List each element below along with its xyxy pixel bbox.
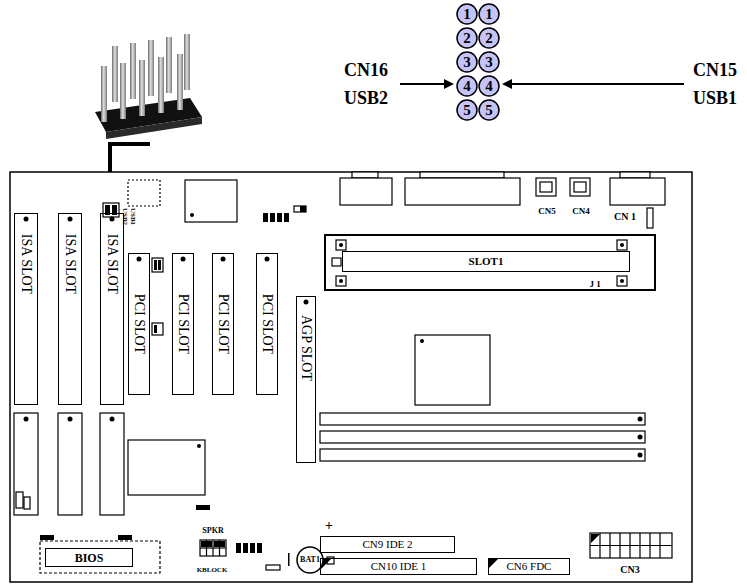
connector-name: CN3 bbox=[610, 563, 650, 576]
pin-number: 2 bbox=[478, 27, 500, 49]
node-number: 1 bbox=[485, 7, 493, 22]
connector-name: CN15 USB1 bbox=[688, 56, 742, 112]
floppy-connector: CN6 FDC bbox=[488, 558, 570, 575]
bios-chip: BIOS bbox=[45, 548, 133, 567]
circle-shape bbox=[457, 100, 477, 120]
node-label: ISA SLOT bbox=[63, 234, 77, 294]
pin-number: 4 bbox=[456, 75, 478, 97]
connector-name: CN 1 bbox=[614, 212, 636, 222]
board-marks bbox=[24, 205, 643, 569]
connector-name: CN4 bbox=[572, 207, 590, 216]
pointer-arrow bbox=[510, 83, 684, 85]
pin-number: 3 bbox=[478, 51, 500, 73]
pin-number: 2 bbox=[456, 27, 478, 49]
node-number: BAT1 bbox=[300, 556, 320, 564]
polarity-mark: + bbox=[322, 518, 336, 534]
node-number: 1 bbox=[463, 7, 471, 22]
isa-slot: ISA SLOT bbox=[100, 213, 124, 405]
jumper-name: SPKR bbox=[196, 525, 230, 536]
jumper-name: KBLOCK bbox=[197, 567, 228, 574]
connector-name: CN16 USB2 bbox=[338, 56, 394, 112]
node-label: BIOS bbox=[75, 552, 104, 564]
header-name: USB1 bbox=[130, 207, 137, 224]
pin-number: 3 bbox=[456, 51, 478, 73]
connector-name: CN16 USB2 bbox=[338, 56, 394, 112]
pci-slot: PCI SLOT bbox=[128, 253, 150, 395]
node-label: SLOT1 bbox=[469, 256, 504, 267]
circle-shape bbox=[479, 100, 499, 120]
pci-slot: PCI SLOT bbox=[256, 253, 278, 395]
pointer-arrow bbox=[400, 83, 446, 85]
node-number: 3 bbox=[485, 55, 493, 70]
polarity-mark: + bbox=[325, 519, 333, 533]
circle-shape bbox=[457, 28, 477, 48]
circle-shape bbox=[479, 28, 499, 48]
node-number: 4 bbox=[463, 79, 471, 94]
slot-name: J 1 bbox=[580, 278, 610, 290]
circle-shape bbox=[479, 4, 499, 24]
node-number: 2 bbox=[463, 31, 471, 46]
node-label: PCI SLOT bbox=[260, 294, 274, 354]
jumper-name: SPKR bbox=[202, 527, 223, 535]
pci-slot: PCI SLOT bbox=[172, 253, 194, 395]
node-label: ISA SLOT bbox=[19, 234, 33, 294]
board-outline bbox=[10, 172, 692, 582]
pin-number: 4 bbox=[478, 75, 500, 97]
node-number: 5 bbox=[485, 103, 493, 118]
board-parts bbox=[14, 172, 672, 573]
node-label: PCI SLOT bbox=[132, 294, 146, 354]
ide-connector: CN9 IDE 2 bbox=[320, 536, 455, 553]
node-number: 2 bbox=[485, 31, 493, 46]
header-name: USB2 bbox=[121, 203, 129, 229]
node-number: 3 bbox=[463, 55, 471, 70]
node-number: 4 bbox=[485, 79, 493, 94]
connector-name: CN15 USB1 bbox=[688, 56, 742, 112]
header-name: USB2 bbox=[122, 207, 129, 224]
node-label: AGP SLOT bbox=[299, 315, 313, 381]
node-label: PCI SLOT bbox=[216, 294, 230, 354]
arrow-head bbox=[444, 79, 454, 89]
circle-shape bbox=[457, 52, 477, 72]
node-label: ISA SLOT bbox=[105, 234, 119, 294]
connector-name: CN4 bbox=[564, 205, 598, 217]
node-label: CN10 IDE 1 bbox=[371, 561, 427, 572]
node-label: CN6 FDC bbox=[507, 561, 552, 572]
agp-slot: AGP SLOT bbox=[296, 296, 316, 463]
connector-name: CN3 bbox=[620, 565, 639, 575]
circle-shape bbox=[479, 52, 499, 72]
jumper-name: KBLOCK bbox=[192, 565, 232, 575]
pin-number: 5 bbox=[456, 99, 478, 121]
pin-header-picture bbox=[95, 34, 202, 139]
pci-slot: PCI SLOT bbox=[212, 253, 234, 395]
isa-slot: ISA SLOT bbox=[58, 213, 82, 405]
pin-number: 5 bbox=[478, 99, 500, 121]
node-number: 5 bbox=[463, 103, 471, 118]
cpu-slot: SLOT1 bbox=[342, 251, 630, 272]
circle-shape bbox=[457, 76, 477, 96]
slot-name: J 1 bbox=[589, 280, 600, 289]
circle-shape bbox=[479, 76, 499, 96]
pin-number: 1 bbox=[456, 3, 478, 25]
circle-shape bbox=[457, 4, 477, 24]
isa-slot: ISA SLOT bbox=[14, 213, 38, 405]
connector-name: CN5 bbox=[530, 205, 564, 217]
node-label: PCI SLOT bbox=[176, 294, 190, 354]
connector-name: CN5 bbox=[538, 207, 556, 216]
arrow-head bbox=[502, 79, 512, 89]
pin-number: 1 bbox=[478, 3, 500, 25]
connector-name: CN 1 bbox=[608, 210, 642, 223]
ide-connector: CN10 IDE 1 bbox=[320, 558, 477, 575]
header-name: USB1 bbox=[129, 203, 137, 229]
node-label: CN9 IDE 2 bbox=[362, 539, 412, 550]
